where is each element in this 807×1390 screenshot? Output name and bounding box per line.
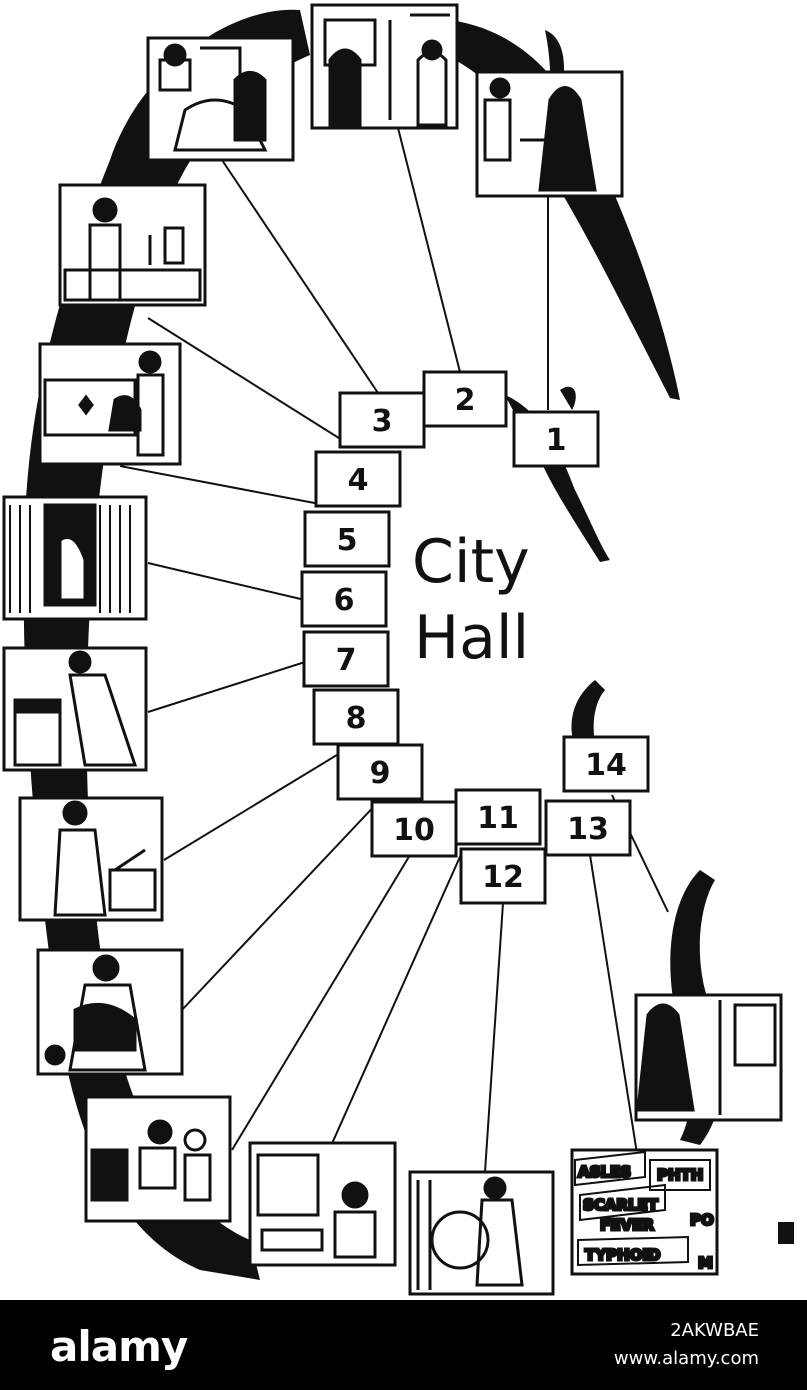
number-box-6: 6 <box>300 570 388 628</box>
panel-housework <box>18 796 164 922</box>
notice-text-scarlet: SCARLET <box>583 1196 659 1214</box>
panel-right-figure <box>634 993 783 1122</box>
panel-disease-notices: ASLES SCARLET FEVER TYPHOID PHTH PO M <box>570 1148 719 1276</box>
corner-mark-icon <box>778 1222 794 1244</box>
notice-text-measles: ASLES <box>578 1163 631 1181</box>
number-label-2: 2 <box>455 383 476 418</box>
watermark-image-id: 2AKWBAE <box>670 1320 759 1341</box>
notice-text-phth: PHTH <box>657 1166 703 1184</box>
number-box-9: 9 <box>336 743 424 801</box>
number-label-10: 10 <box>393 813 435 848</box>
panel-street-worker <box>408 1170 555 1296</box>
panel-mother-child <box>36 948 184 1076</box>
notice-text-po: PO <box>690 1211 714 1229</box>
notice-text-m: M <box>698 1254 713 1272</box>
notice-text-typhoid: TYPHOID <box>585 1246 660 1264</box>
number-label-7: 7 <box>336 643 357 678</box>
panel-doorway <box>2 495 148 621</box>
panel-top-couple <box>310 3 459 130</box>
panel-kitchen-woman <box>58 183 207 307</box>
number-label-6: 6 <box>334 583 355 618</box>
notice-text-fever: FEVER <box>600 1216 654 1234</box>
panel-schoolroom <box>248 1141 397 1267</box>
number-box-12: 12 <box>459 847 547 905</box>
number-box-1: 1 <box>512 410 600 468</box>
city-hall-label-line1: City <box>412 527 530 597</box>
watermark-url: www.alamy.com <box>613 1348 759 1369</box>
panel-bedside <box>38 342 182 466</box>
number-box-5: 5 <box>303 510 391 568</box>
number-label-1: 1 <box>546 423 567 458</box>
number-label-4: 4 <box>348 463 369 498</box>
city-hall-diagram: ASLES SCARLET FEVER TYPHOID PHTH PO M 1 … <box>2 3 794 1296</box>
panel-washing <box>2 646 148 772</box>
number-box-10: 10 <box>370 800 458 858</box>
city-hall-label: City Hall <box>412 527 530 673</box>
number-label-13: 13 <box>567 812 609 847</box>
number-box-8: 8 <box>312 688 400 746</box>
numbered-boxes: 1 2 3 4 5 6 7 8 <box>300 370 650 905</box>
number-box-11: 11 <box>454 788 542 846</box>
panel-children-playing <box>84 1095 232 1223</box>
panel-top-right-doctor <box>475 70 624 198</box>
number-label-11: 11 <box>477 801 519 836</box>
number-label-8: 8 <box>346 701 367 736</box>
number-label-12: 12 <box>482 860 524 895</box>
number-label-14: 14 <box>585 748 627 783</box>
number-box-7: 7 <box>302 630 390 688</box>
number-box-3: 3 <box>338 391 426 449</box>
connector-lines <box>119 127 669 1173</box>
number-box-13: 13 <box>544 799 632 857</box>
number-label-9: 9 <box>370 756 391 791</box>
panel-top-left-street <box>146 36 295 162</box>
number-box-4: 4 <box>314 450 402 508</box>
number-box-2: 2 <box>422 370 508 428</box>
city-hall-label-line2: Hall <box>414 603 529 673</box>
watermark-footer: alamy 2AKWBAE www.alamy.com <box>0 1300 807 1390</box>
watermark-brand-logo: alamy <box>50 1322 188 1371</box>
number-label-3: 3 <box>372 404 393 439</box>
number-label-5: 5 <box>337 523 358 558</box>
picture-panels: ASLES SCARLET FEVER TYPHOID PHTH PO M <box>2 3 783 1296</box>
number-box-14: 14 <box>562 735 650 793</box>
